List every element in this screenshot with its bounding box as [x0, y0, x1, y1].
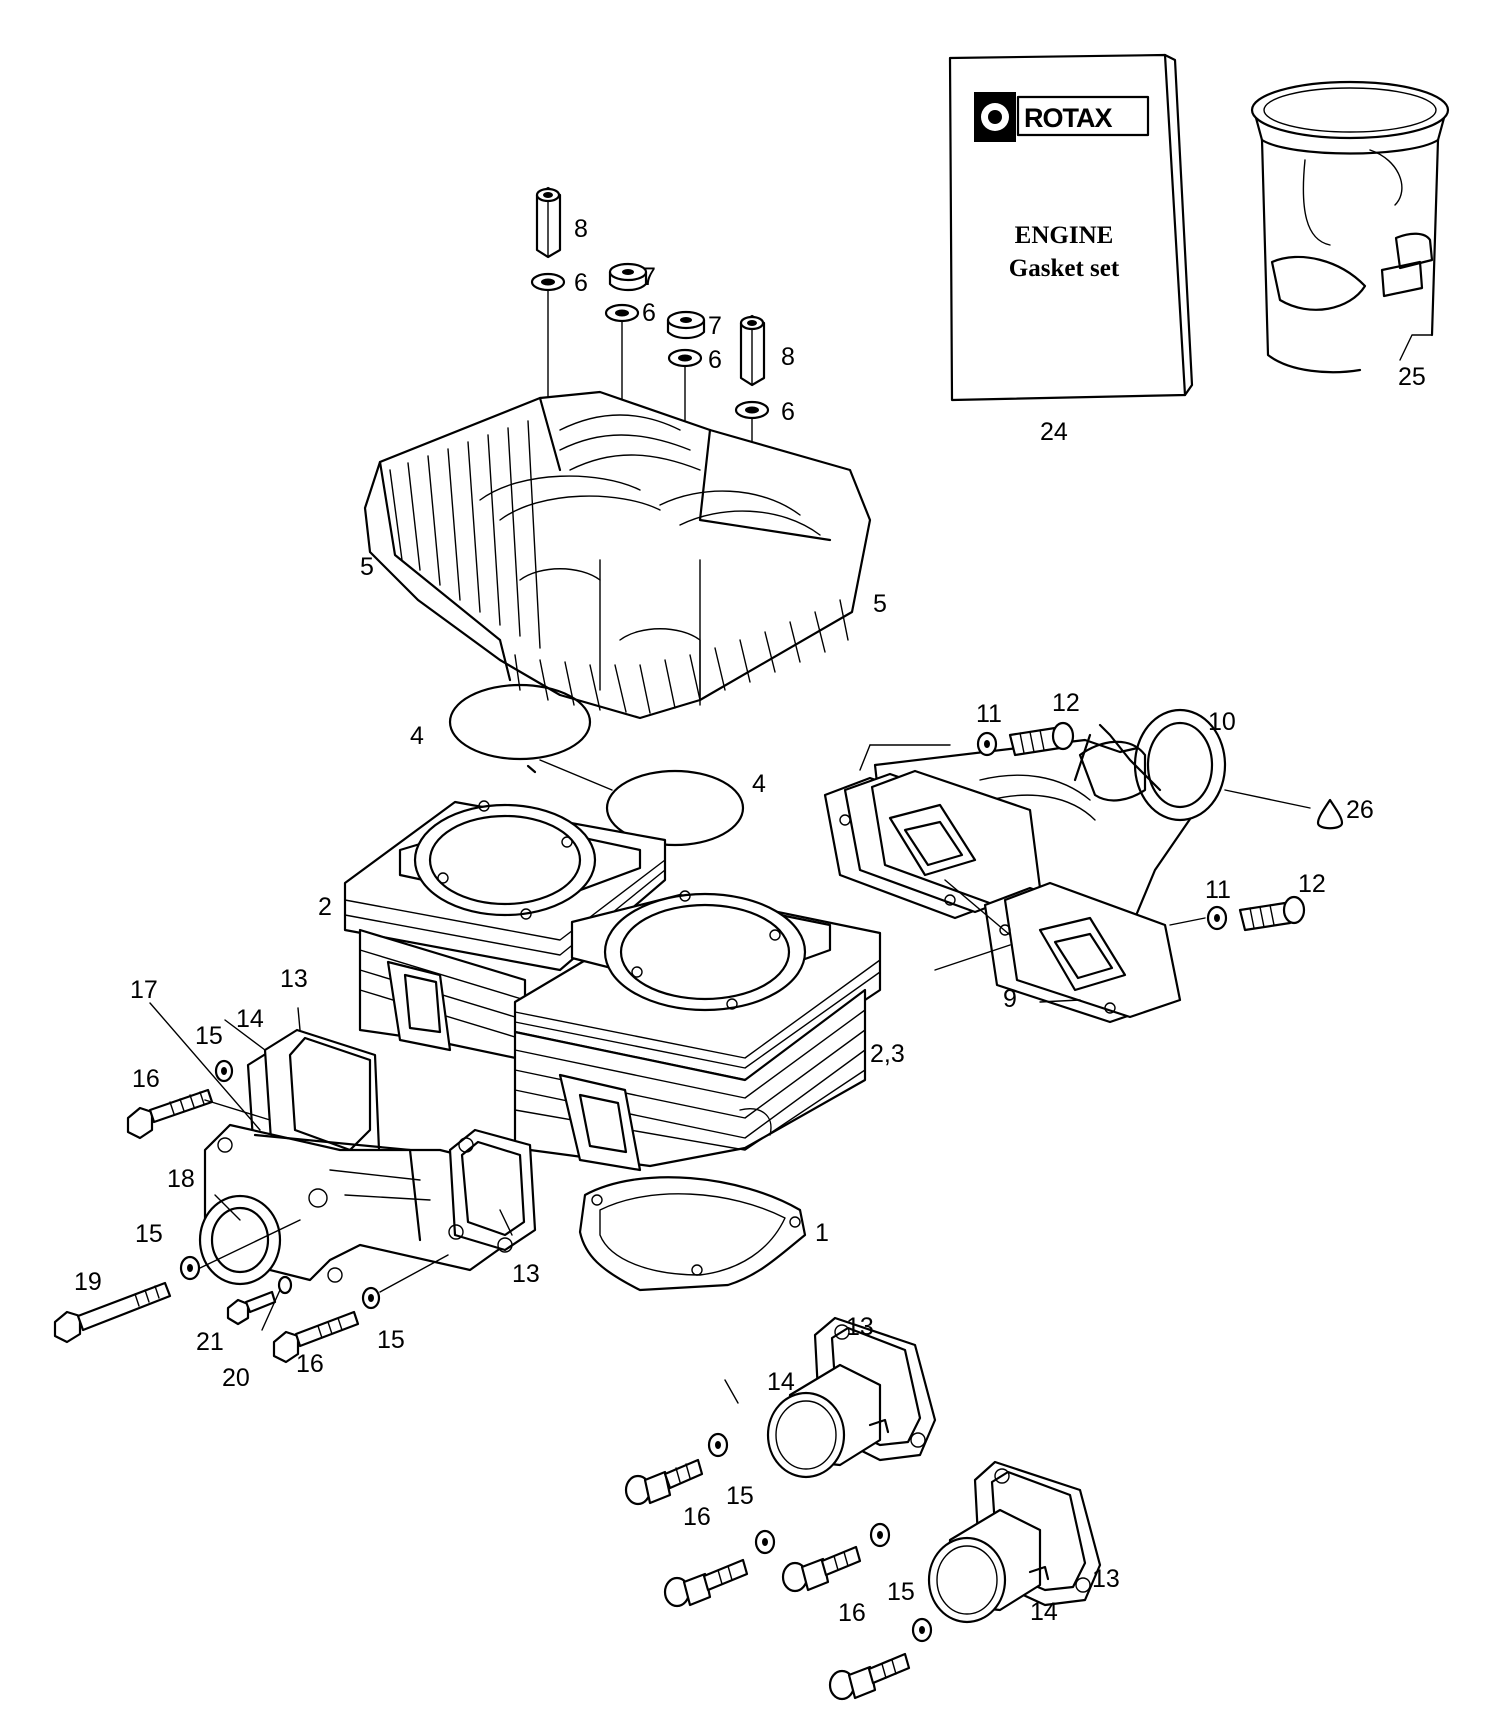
rotax-logo: ROTAX — [974, 92, 1150, 142]
callout-16: 16 — [132, 1065, 160, 1093]
callout-11: 11 — [1205, 876, 1231, 904]
exhaust-bolts — [859, 721, 1306, 932]
booklet-title-line1: ENGINE — [1015, 222, 1114, 249]
sealant-drop — [1224, 789, 1344, 830]
bolt — [272, 1310, 360, 1364]
callout-13: 13 — [280, 965, 308, 993]
socket-screw — [781, 1545, 862, 1593]
bolt — [1238, 901, 1292, 932]
callout-12: 12 — [1052, 689, 1080, 717]
callout-20: 20 — [222, 1364, 250, 1392]
socket-screw — [663, 1558, 749, 1608]
callout-5: 5 — [360, 553, 374, 581]
long-bolt — [53, 1281, 172, 1344]
callout-5: 5 — [873, 590, 887, 618]
callout-14: 14 — [236, 1005, 264, 1033]
hex-nut-right — [666, 310, 706, 340]
callout-18: 18 — [167, 1165, 195, 1193]
callout-7: 7 — [708, 312, 722, 340]
bottom-intake-fasteners — [624, 1432, 933, 1701]
callout-15: 15 — [726, 1482, 754, 1510]
cylinder-left — [343, 800, 667, 1062]
callout-13: 13 — [1092, 1565, 1120, 1593]
callout-4: 4 — [410, 722, 424, 750]
base-gasket — [578, 1176, 807, 1292]
intake-socket-upper — [766, 1316, 937, 1479]
callout-11: 11 — [976, 700, 1002, 728]
booklet-title-line2: Gasket set — [1009, 255, 1120, 282]
callout-25: 25 — [1398, 363, 1426, 391]
callout-16: 16 — [838, 1599, 866, 1627]
spacer-nut-left — [535, 186, 562, 259]
exhaust-manifold — [873, 708, 1227, 932]
callout-10: 10 — [1208, 708, 1236, 736]
callout-19: 19 — [74, 1268, 102, 1296]
head-gasket-rings — [448, 683, 745, 847]
callout-16: 16 — [683, 1503, 711, 1531]
callout-4: 4 — [752, 770, 766, 798]
intake-assembly-left — [198, 1028, 537, 1286]
callout-21: 21 — [196, 1328, 224, 1356]
socket-screw — [624, 1458, 704, 1506]
spacer-nut-right — [739, 314, 766, 387]
callout-15: 15 — [135, 1220, 163, 1248]
callout-labels: 8 6 7 6 7 6 8 6 24 25 5 5 4 4 11 12 10 2… — [74, 215, 1426, 1627]
callout-15: 15 — [195, 1022, 223, 1050]
callout-9: 9 — [1003, 985, 1017, 1013]
cylinder-head-fasteners — [530, 186, 770, 561]
callout-6: 6 — [574, 269, 588, 297]
intake-socket-lower — [927, 1460, 1102, 1624]
gasket-set-booklet: ROTAX ENGINE Gasket set — [948, 53, 1194, 402]
small-screw — [226, 1290, 277, 1326]
callout-7: 7 — [642, 263, 656, 291]
callout-14: 14 — [767, 1368, 795, 1396]
callout-13: 13 — [512, 1260, 540, 1288]
callout-6: 6 — [642, 299, 656, 327]
callout-6: 6 — [781, 398, 795, 426]
socket-screw — [828, 1652, 911, 1701]
bolt — [126, 1088, 214, 1140]
leader-lines — [149, 879, 1081, 1404]
hex-nut-left — [608, 262, 648, 292]
callout-17: 17 — [130, 976, 158, 1004]
callout-14: 14 — [1030, 1598, 1058, 1626]
left-intake-fasteners — [53, 1059, 449, 1364]
exhaust-gaskets — [823, 769, 1182, 1024]
callout-26: 26 — [1346, 796, 1374, 824]
callout-1: 1 — [815, 1219, 829, 1247]
callout-13: 13 — [846, 1313, 874, 1341]
callout-16: 16 — [296, 1350, 324, 1378]
callout-24: 24 — [1040, 418, 1068, 446]
callout-2-3: 2,3 — [870, 1040, 905, 1068]
callout-2: 2 — [318, 893, 332, 921]
callout-8: 8 — [781, 343, 795, 371]
callout-12: 12 — [1298, 870, 1326, 898]
lock-washer — [277, 1275, 293, 1295]
brand-logo-text: ROTAX — [1024, 103, 1112, 133]
callout-15: 15 — [377, 1326, 405, 1354]
cylinder-sleeve — [1250, 80, 1450, 374]
callout-6: 6 — [708, 346, 722, 374]
callout-15: 15 — [887, 1578, 915, 1606]
cylinder-right — [513, 890, 882, 1172]
cylinder-head — [363, 390, 872, 720]
callout-8: 8 — [574, 215, 588, 243]
